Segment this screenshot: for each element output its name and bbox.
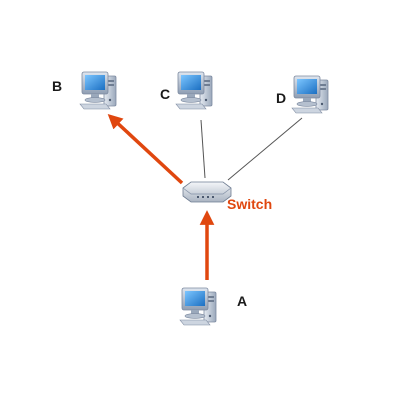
switch-device — [182, 181, 232, 203]
computer-c-icon — [175, 71, 213, 110]
computer-d-icon — [291, 75, 329, 114]
node-label-d: D — [276, 90, 287, 106]
node-label-a: A — [237, 293, 248, 309]
link-switch-d — [227, 117, 303, 181]
link-switch-b — [107, 113, 184, 185]
computer-b-icon — [79, 71, 117, 110]
node-label-b: B — [52, 78, 63, 94]
switch-label: Switch — [227, 196, 273, 212]
links-layer — [107, 113, 303, 280]
computer-a-icon — [179, 287, 217, 326]
link-switch-c — [200, 119, 206, 179]
node-label-c: C — [160, 86, 171, 102]
